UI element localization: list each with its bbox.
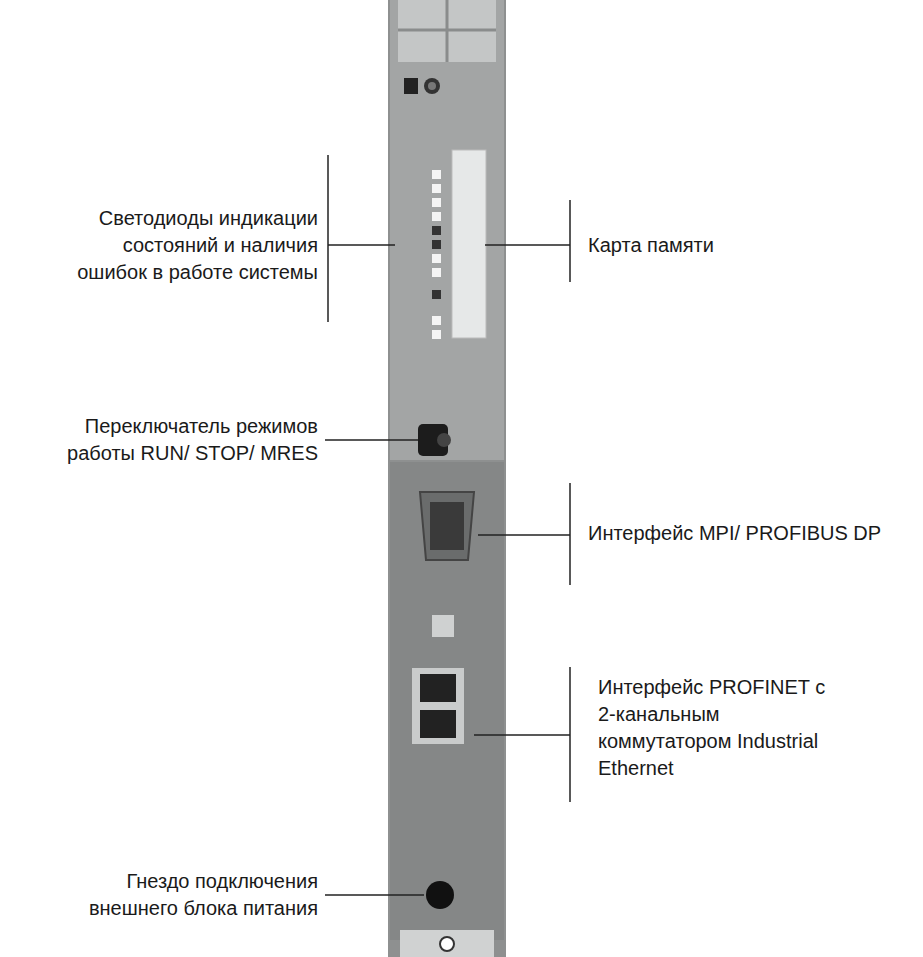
rj45-port: [420, 674, 456, 702]
memory-card: [452, 150, 486, 338]
power-socket: [426, 881, 454, 909]
profinet-callout: Интерфейс PROFINET с 2-канальным коммута…: [598, 674, 829, 782]
mode-switch-pivot: [437, 433, 451, 447]
station-digit: [404, 78, 418, 94]
mounting-screw: [440, 937, 454, 951]
vent-slot: [398, 29, 496, 32]
db9-connector: [420, 492, 474, 560]
module-upper-panel: [390, 0, 504, 460]
module-lower-panel: [390, 462, 504, 940]
status-leds: [432, 170, 441, 339]
address-knob-center: [428, 82, 436, 90]
mounting-clip: [400, 930, 494, 957]
vent-grille: [398, 0, 496, 62]
leds-callout: Светодиоды индикации состояний и наличия…: [74, 205, 318, 286]
rj45-housing: [412, 668, 464, 744]
leader-lines: [325, 155, 570, 895]
module-body: [388, 0, 506, 957]
mpi-callout: Интерфейс MPI/ PROFIBUS DP: [588, 520, 885, 547]
memory-card-callout: Карта памяти: [588, 232, 717, 259]
qr-code: [432, 615, 454, 637]
address-knob: [424, 78, 440, 94]
mode-switch-callout: Переключатель режимов работы RUN/ STOP/ …: [64, 413, 318, 467]
power-socket-callout: Гнездо подключения внешнего блока питани…: [85, 868, 318, 922]
rj45-port: [420, 710, 456, 738]
db9-socket: [430, 502, 464, 550]
